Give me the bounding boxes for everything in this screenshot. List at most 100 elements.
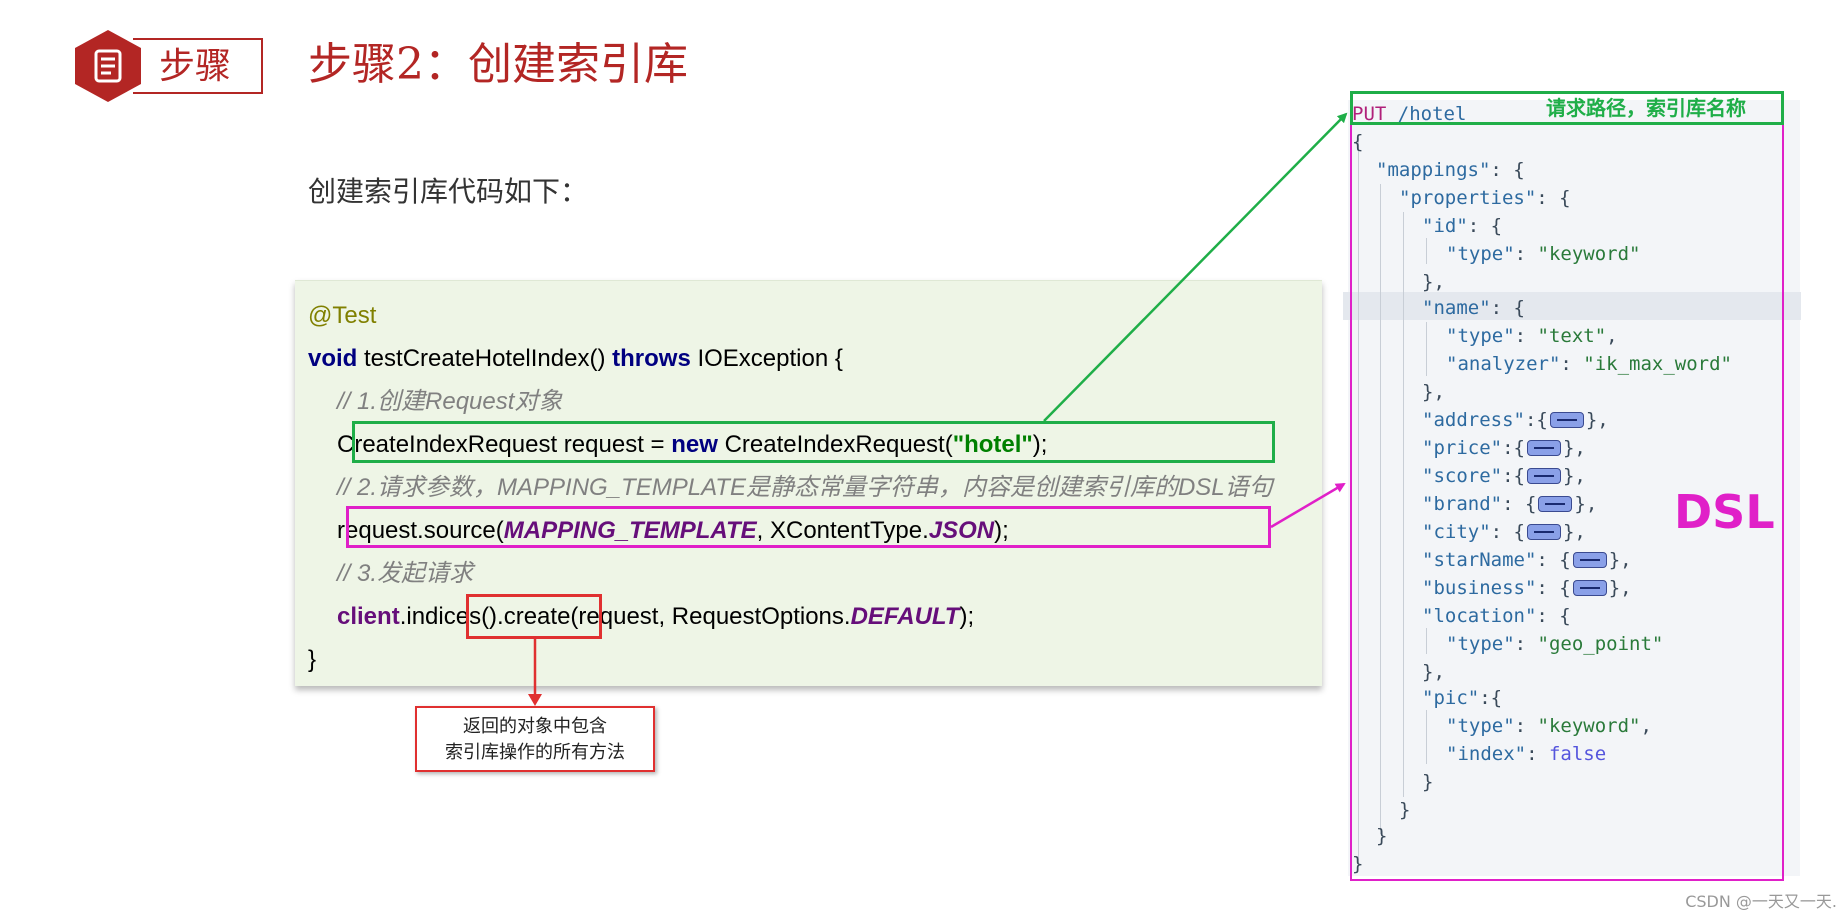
- dsl-punct: :: [1514, 325, 1538, 347]
- dsl-line: "pic":{: [1422, 684, 1502, 712]
- dsl-line: "index": false: [1446, 740, 1606, 768]
- dsl-key-analyzer: "analyzer": [1446, 353, 1561, 375]
- indent-guide: [1380, 184, 1381, 834]
- dsl-value-boolean: false: [1548, 743, 1607, 765]
- dsl-key-mappings: "mappings": [1376, 159, 1491, 181]
- fold-icon[interactable]: [1538, 496, 1573, 512]
- code-annotation: @Test: [308, 302, 377, 329]
- highlight-dsl-body: [1350, 125, 1784, 881]
- code-comment-1: // 1.创建Request对象: [337, 388, 563, 415]
- intro-text: 创建索引库代码如下：: [308, 175, 589, 208]
- dsl-line: "price":{},: [1422, 434, 1586, 462]
- fold-icon[interactable]: [1572, 580, 1607, 596]
- dsl-line: "city": {},: [1422, 518, 1586, 546]
- dsl-punct: : {: [1536, 187, 1571, 209]
- indent-guide: [1403, 212, 1404, 797]
- dsl-line: "location": {: [1422, 602, 1571, 630]
- dsl-line: "brand": {},: [1422, 490, 1597, 518]
- dsl-key-score: "score": [1422, 465, 1503, 487]
- dsl-value: "geo_point": [1537, 633, 1664, 655]
- highlight-request-path: [1350, 91, 1784, 125]
- dsl-punct: :: [1514, 715, 1538, 737]
- fold-icon[interactable]: [1526, 440, 1561, 456]
- dsl-line: "type": "geo_point": [1446, 630, 1663, 658]
- dsl-line: "business": {},: [1422, 574, 1632, 602]
- dsl-punct: },: [1562, 465, 1586, 487]
- dsl-punct: :{: [1502, 437, 1525, 459]
- footer-watermark: CSDN @一天又一天.: [1685, 892, 1837, 911]
- dsl-value: "keyword": [1537, 715, 1641, 737]
- dsl-path: /hotel: [1386, 103, 1467, 125]
- dsl-key-price: "price": [1422, 437, 1503, 459]
- code-exception: IOException {: [690, 345, 843, 372]
- dsl-key-brand: "brand": [1422, 493, 1503, 515]
- dsl-punct: : {: [1536, 605, 1571, 627]
- step-badge-label: 步骤: [159, 46, 232, 87]
- step-badge: 步骤: [75, 30, 265, 102]
- dsl-line: },: [1422, 271, 1445, 293]
- indent-guide: [1426, 322, 1427, 376]
- fold-icon[interactable]: [1526, 524, 1561, 540]
- indent-guide: [1426, 628, 1427, 654]
- dsl-key-type: "type": [1446, 715, 1515, 737]
- callout-note-line-2: 索引库操作的所有方法: [445, 742, 625, 763]
- dsl-line: }: [1352, 853, 1364, 875]
- dsl-line: }: [1422, 771, 1434, 793]
- dsl-line: }: [1376, 825, 1388, 847]
- dsl-punct: :{: [1502, 465, 1525, 487]
- dsl-punct: :: [1560, 353, 1584, 375]
- dsl-line: "address":{},: [1422, 406, 1609, 434]
- code-const-json: JSON: [928, 517, 995, 544]
- dsl-key-properties: "properties": [1399, 187, 1537, 209]
- request-path-note: 请求路径，索引库名称: [1546, 96, 1746, 120]
- dsl-method: PUT: [1352, 103, 1387, 125]
- indent-guide: [1426, 710, 1427, 764]
- indent-guide: [1426, 238, 1427, 264]
- page-title: 步骤2：创建索引库: [308, 39, 688, 90]
- dsl-line: "name": {: [1422, 294, 1525, 322]
- dsl-punct: :: [1514, 243, 1538, 265]
- code-create-suffix: );: [959, 603, 975, 630]
- code-source-suffix: );: [994, 517, 1009, 544]
- dsl-punct: :: [1526, 743, 1549, 765]
- code-string-hotel: "hotel": [952, 431, 1033, 458]
- dsl-line: "type": "text",: [1446, 322, 1618, 350]
- dsl-line: "type": "keyword": [1446, 240, 1640, 268]
- highlight-hotel-request: [352, 421, 1275, 463]
- callout-note-line-1: 返回的对象中包含: [463, 716, 607, 737]
- dsl-punct: : {: [1536, 549, 1571, 571]
- highlight-indices-create: [466, 594, 602, 639]
- dsl-punct: },: [1562, 521, 1586, 543]
- dsl-key-type: "type": [1446, 325, 1515, 347]
- code-create-middle: .indices().create(request, RequestOption…: [399, 603, 851, 630]
- dsl-key-type: "type": [1446, 243, 1515, 265]
- dsl-label: DSL: [1674, 485, 1775, 539]
- dsl-punct: : {: [1490, 521, 1525, 543]
- dsl-key-address: "address": [1422, 409, 1525, 431]
- code-field-client: client: [337, 603, 400, 630]
- dsl-punct: :{: [1524, 409, 1548, 431]
- arrow-red-head: [528, 694, 542, 706]
- dsl-line: },: [1422, 381, 1445, 403]
- fold-icon[interactable]: [1572, 552, 1607, 568]
- dsl-punct: :{: [1479, 687, 1503, 709]
- dsl-key-type: "type": [1446, 633, 1515, 655]
- dsl-line-request: PUT /hotel: [1352, 100, 1466, 128]
- code-source-middle: , XContentType.: [756, 517, 929, 544]
- fold-icon[interactable]: [1526, 468, 1561, 484]
- dsl-punct: : {: [1490, 159, 1525, 181]
- code-request-suffix: );: [1032, 431, 1048, 458]
- dsl-punct: },: [1562, 437, 1586, 459]
- dsl-current-line-highlight: [1343, 292, 1801, 320]
- fold-icon[interactable]: [1549, 412, 1584, 428]
- dsl-key-pic: "pic": [1422, 687, 1480, 709]
- dsl-punct: },: [1574, 493, 1598, 515]
- dsl-line: "mappings": {: [1376, 156, 1525, 184]
- code-method-signature: void testCreateHotelIndex() throws IOExc…: [308, 339, 843, 379]
- code-line-source: request.source(MAPPING_TEMPLATE, XConten…: [337, 511, 1009, 551]
- code-close-brace: }: [308, 646, 317, 673]
- code-keyword-new: new: [671, 431, 718, 458]
- code-request-prefix: CreateIndexRequest request =: [337, 431, 672, 458]
- dsl-key-business: "business": [1422, 577, 1537, 599]
- step-label-box: [133, 38, 263, 94]
